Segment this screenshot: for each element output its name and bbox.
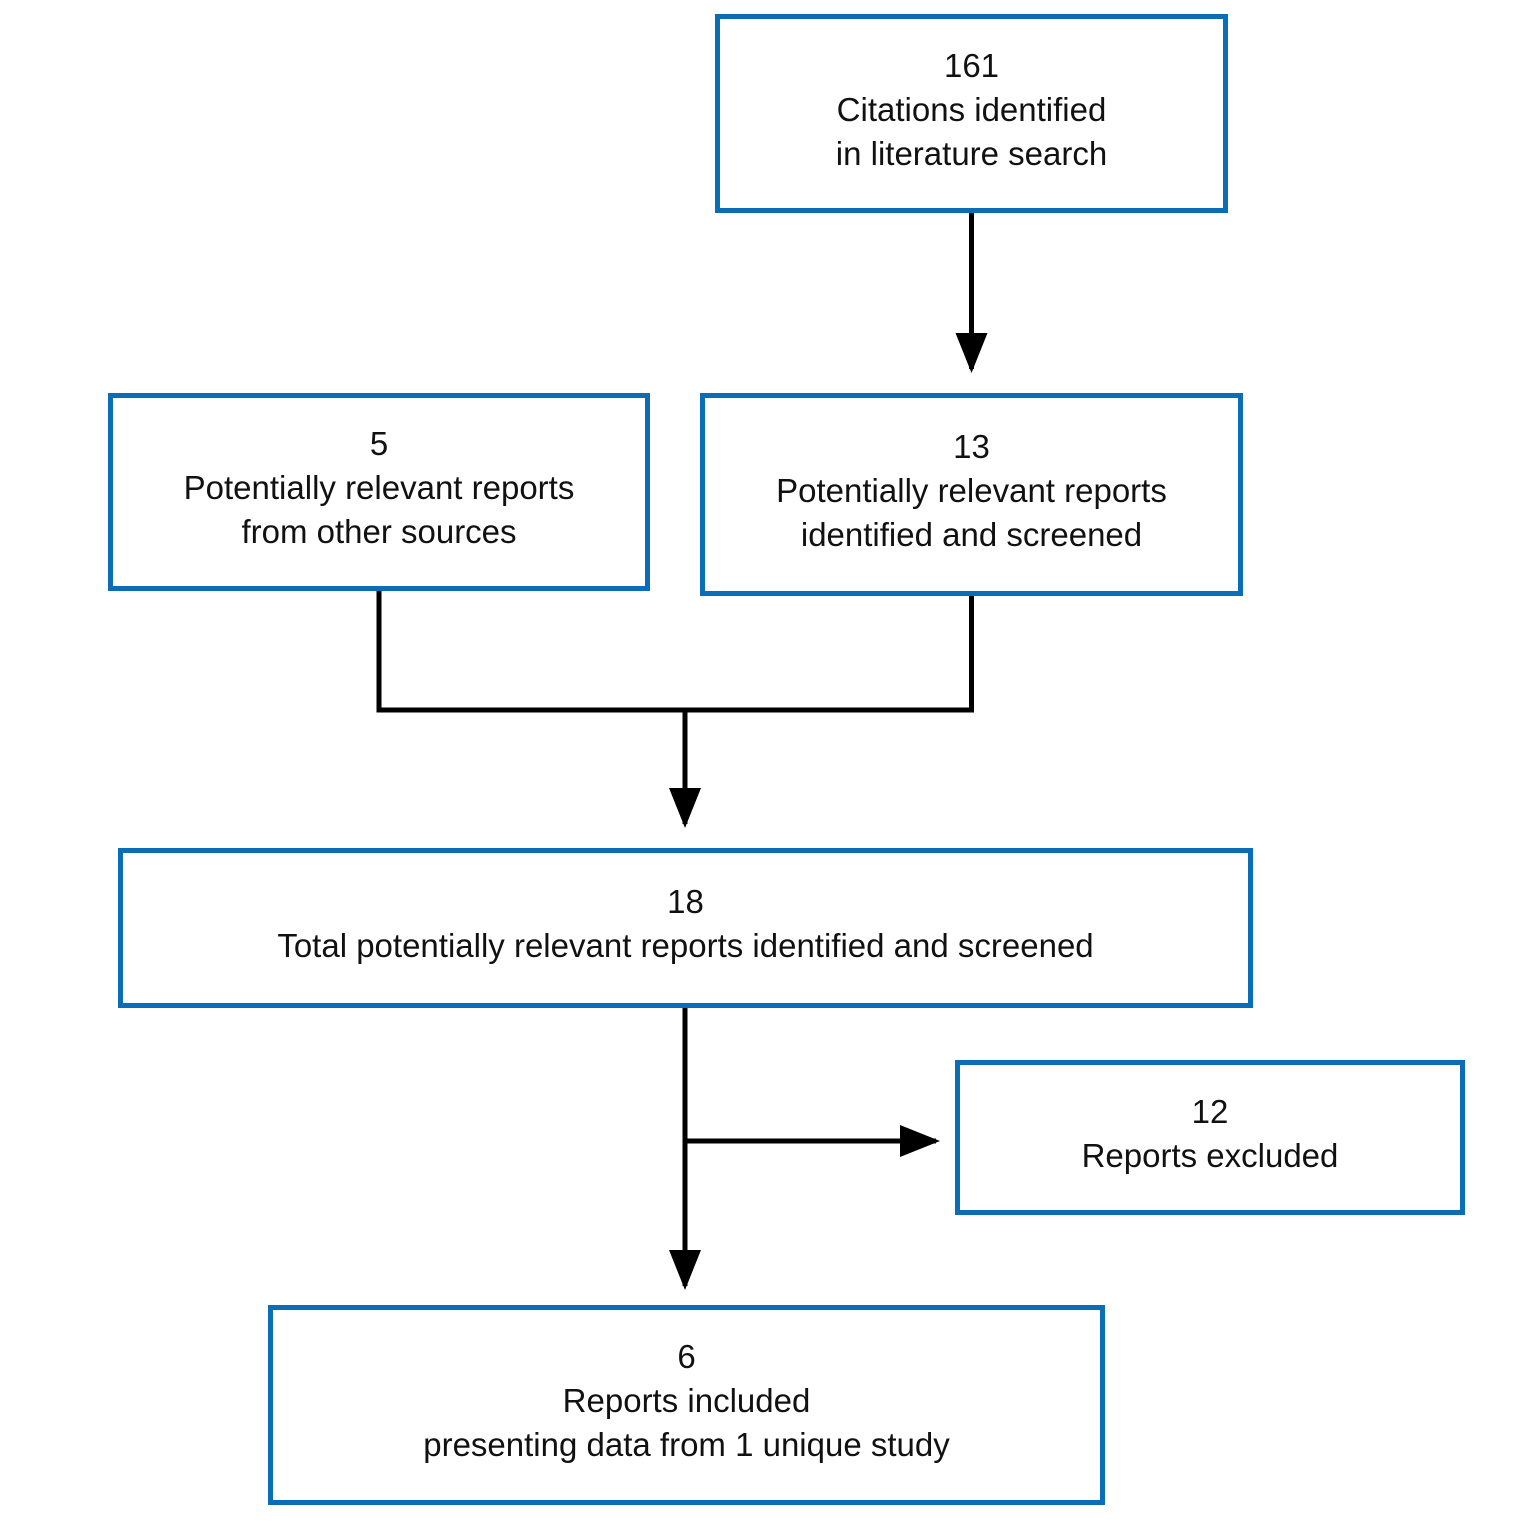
node-label-line: Total potentially relevant reports ident… — [277, 927, 1094, 964]
node-count: 18 — [667, 883, 704, 920]
node-label-line: Reports excluded — [1081, 1136, 1339, 1174]
node-label-line: from other sources — [241, 513, 517, 550]
connector-merge-bracket — [376, 591, 974, 713]
node-label-line: Potentially relevant reports — [776, 471, 1167, 509]
node-count: 12 — [1191, 1092, 1229, 1130]
node-total-screened: 18 Total potentially relevant reports id… — [118, 848, 1253, 1008]
node-count: 6 — [677, 1338, 696, 1375]
node-label-line: presenting data from 1 unique study — [423, 1426, 950, 1463]
node-reports-screened: 13 Potentially relevant reports identifi… — [700, 393, 1243, 596]
node-label-line: Citations identified — [836, 90, 1107, 128]
node-label-line: Reports included — [562, 1382, 811, 1419]
node-label-line: in literature search — [835, 134, 1108, 172]
node-citations-identified: 161 Citations identified in literature s… — [715, 14, 1228, 213]
node-reports-included: 6 Reports included presenting data from … — [268, 1305, 1105, 1505]
node-count: 5 — [369, 425, 389, 462]
node-reports-excluded: 12 Reports excluded — [955, 1060, 1465, 1215]
node-label-line: Potentially relevant reports — [183, 469, 575, 506]
node-reports-other-sources: 5 Potentially relevant reports from othe… — [108, 393, 650, 591]
node-label-line: identified and screened — [800, 515, 1143, 553]
node-count: 13 — [953, 427, 990, 465]
node-count: 161 — [943, 46, 1000, 84]
